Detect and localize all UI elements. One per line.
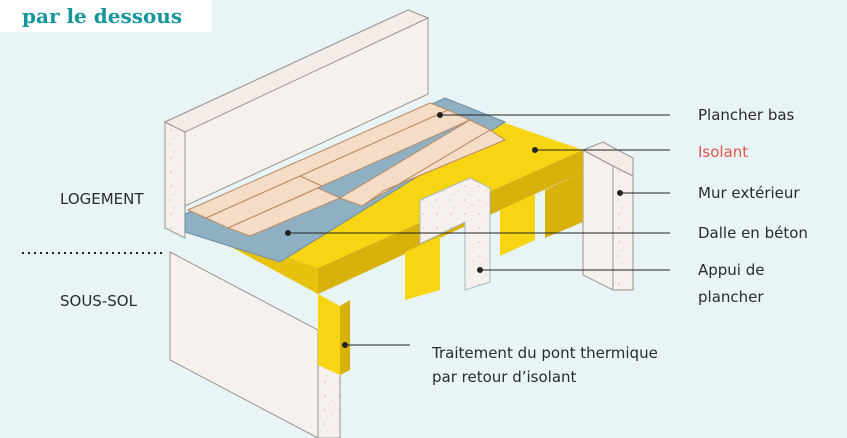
label-plancher-bas: Plancher bas bbox=[698, 106, 795, 124]
label-traitement-line1: Traitement du pont thermique bbox=[431, 344, 658, 362]
title-banner: par le dessous bbox=[0, 0, 212, 32]
zone-logement: LOGEMENT bbox=[60, 190, 144, 208]
label-mur-exterieur: Mur extérieur bbox=[698, 184, 800, 202]
label-appui-line2: plancher bbox=[698, 288, 764, 306]
leader-lines bbox=[22, 112, 670, 348]
label-appui-line1: Appui de bbox=[698, 261, 765, 279]
floor-boards bbox=[186, 102, 507, 237]
label-dalle-beton: Dalle en béton bbox=[698, 224, 808, 242]
label-traitement-line2: par retour d’isolant bbox=[432, 368, 577, 386]
back-wall bbox=[163, 9, 430, 239]
floor-support-beam bbox=[419, 177, 491, 291]
label-isolant: Isolant bbox=[698, 143, 748, 161]
zone-sous-sol: SOUS-SOL bbox=[60, 292, 138, 310]
diagram-title: par le dessous bbox=[22, 4, 183, 28]
exterior-wall bbox=[581, 141, 634, 291]
